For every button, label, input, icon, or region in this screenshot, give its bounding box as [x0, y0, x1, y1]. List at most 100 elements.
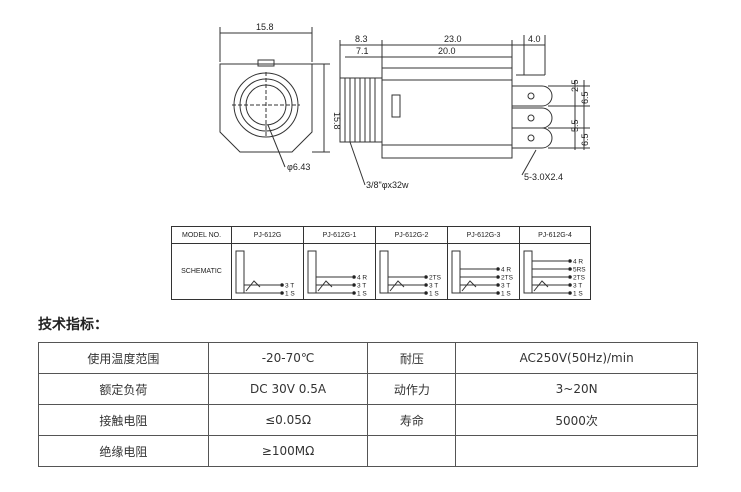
pin-label: 2TS: [501, 275, 514, 282]
model-5: PJ-612G-4: [538, 231, 572, 239]
pin-label: 1 S: [573, 291, 583, 298]
dim-2-5: 2.5: [570, 79, 580, 92]
jack-body: [307, 250, 317, 294]
side-view: [339, 35, 590, 186]
pin-label: 1 S: [429, 291, 439, 298]
spec-label: 额定负荷: [38, 373, 209, 405]
jack-body: [235, 250, 245, 294]
pin-dot: [496, 283, 500, 287]
spec-label: 耐压: [367, 342, 457, 374]
spec-value: AC250V(50Hz)/min: [455, 342, 698, 374]
pin-label: 1 S: [285, 291, 295, 298]
switch-contact: [533, 280, 549, 292]
spec-value: 5000次: [455, 404, 698, 436]
pin-label: 3 T: [573, 283, 582, 290]
model-3: PJ-612G-2: [376, 227, 448, 243]
pin-label: 4 R: [501, 267, 511, 274]
schematic-header-row: MODEL NO. PJ-612G PJ-612G-1 PJ-612G-2 PJ…: [172, 227, 590, 244]
switch-contact: [245, 280, 261, 292]
pin-dot: [280, 291, 284, 295]
pin-label: 2TS: [573, 275, 586, 282]
pin-label: 3 T: [429, 283, 438, 290]
pin-label: 4 R: [573, 259, 583, 266]
pin-dot: [424, 283, 428, 287]
pin-dot: [352, 291, 356, 295]
pin-dot: [352, 275, 356, 279]
switch-contact: [389, 280, 405, 292]
dim-6-5a: 6.5: [580, 91, 590, 104]
pin-dot: [568, 275, 572, 279]
pin-dot: [496, 267, 500, 271]
pin-dot: [496, 275, 500, 279]
thread-label: 3/8"φx32w: [366, 180, 409, 190]
spec-label: [367, 435, 457, 467]
pin-dot: [496, 291, 500, 295]
schematic-2: 4 R3 T1 S: [307, 250, 367, 298]
spec-value: 3~20N: [455, 373, 698, 405]
pin-label: 4 R: [357, 275, 367, 282]
spec-label: 使用温度范围: [38, 342, 209, 374]
jack-body: [523, 250, 533, 294]
jack-body: [379, 250, 389, 294]
dim-5-5: 5.5: [570, 119, 580, 132]
pin-label: 3 T: [501, 283, 510, 290]
pin-label: 1 S: [501, 291, 511, 298]
model-1: PJ-612G: [232, 227, 304, 243]
spec-value: DC 30V 0.5A: [207, 373, 369, 405]
pin-dot: [568, 291, 572, 295]
pin-label: 1 S: [357, 291, 367, 298]
front-view: [219, 27, 330, 168]
spec-label: 绝缘电阻: [38, 435, 209, 467]
dim-6-5b: 6.5: [580, 133, 590, 146]
dim-23: 23.0: [444, 34, 462, 44]
model-4: PJ-612G-3: [448, 227, 520, 243]
pin-label: 3 T: [357, 283, 366, 290]
dim-20: 20.0: [438, 46, 456, 56]
pins-label: 5-3.0X2.4: [524, 172, 563, 182]
switch-contact: [461, 280, 477, 292]
spec-title: 技术指标：: [38, 317, 108, 333]
spec-value: ≥100MΩ: [207, 435, 369, 467]
pin-label: 3 T: [285, 283, 294, 290]
spec-value: [455, 435, 698, 467]
switch-contact: [317, 280, 333, 292]
technical-drawing: 15.8 15.8 φ6.43 3/8"φx32w 8.3 7.1 23.0 2…: [219, 22, 590, 190]
spec-value: ≤0.05Ω: [207, 404, 369, 436]
pin-dot: [568, 283, 572, 287]
spec-label: 接触电阻: [38, 404, 209, 436]
hole-diameter-label: φ6.43: [287, 162, 310, 172]
dim-7-1: 7.1: [356, 46, 369, 56]
model-2: PJ-612G-1: [304, 227, 376, 243]
pin-dot: [424, 291, 428, 295]
schematic-1: 3 T1 S: [235, 250, 295, 298]
schematic-label: SCHEMATIC: [172, 243, 232, 299]
front-height-label: 15.8: [332, 112, 342, 130]
pin-dot: [568, 267, 572, 271]
dim-8-3: 8.3: [355, 34, 368, 44]
front-width-label: 15.8: [256, 22, 274, 32]
pin-dot: [280, 283, 284, 287]
dim-4: 4.0: [528, 34, 541, 44]
spec-row: 绝缘电阻≥100MΩ: [38, 435, 698, 467]
jack-body: [451, 250, 461, 294]
pin-label: 5RS: [573, 267, 586, 274]
spec-value: -20-70℃: [207, 342, 369, 374]
spec-label: 寿命: [367, 404, 457, 436]
model-no-label: MODEL NO.: [172, 227, 232, 243]
schematic-table: MODEL NO. PJ-612G PJ-612G-1 PJ-612G-2 PJ…: [171, 226, 591, 300]
pin-label: 2TS: [429, 275, 442, 282]
pin-dot: [352, 283, 356, 287]
pin-dot: [568, 259, 572, 263]
